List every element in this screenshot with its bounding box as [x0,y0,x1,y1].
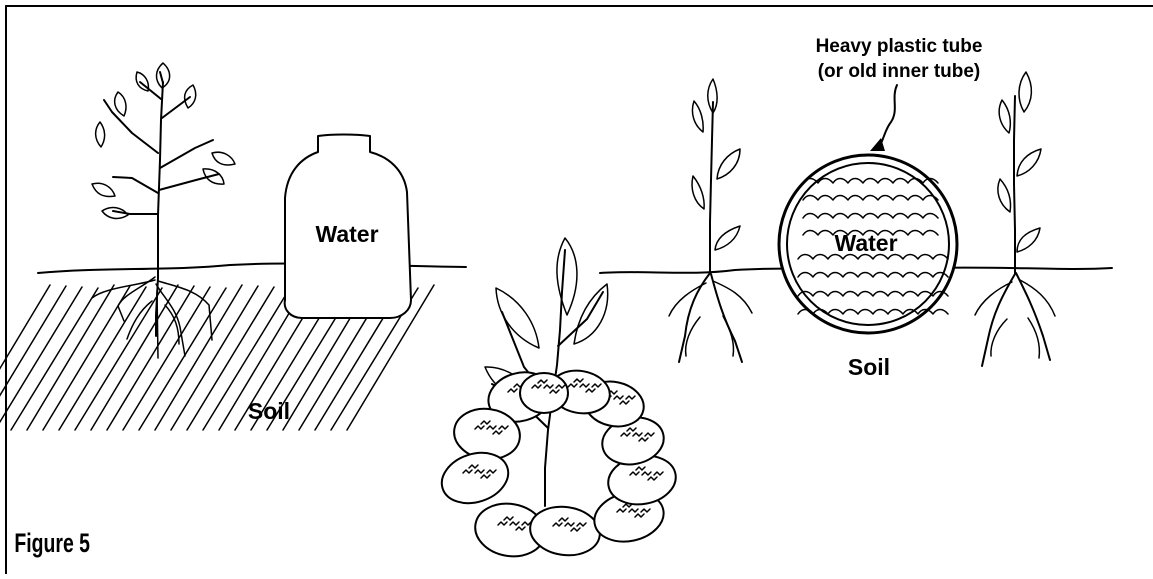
callout-line-2: (or old inner tube) [818,61,981,82]
figure-caption: Figure 5 [14,528,90,558]
soil-hatch-line [139,288,226,430]
stone-ring [435,366,679,562]
plastic-tube: Water [779,155,957,333]
figure-border [6,6,1153,574]
soil-hatch-line [59,287,146,430]
middle-panel [435,238,679,562]
soil-hatch-line [75,288,162,430]
left-panel: Water [0,63,466,430]
water-jug-label: Water [315,221,378,247]
soil-hatch-line [123,287,210,430]
stone [527,502,603,559]
soil-hatch-line [11,288,98,430]
stone [520,373,568,413]
right-panel: Water Heavy plastic tube (or old inner t… [600,36,1112,380]
callout: Heavy plastic tube (or old inner tube) [816,36,983,151]
left-right-plant-icon [669,79,752,362]
right-soil-label: Soil [848,354,890,380]
tube-water-label: Water [834,230,897,256]
left-soil-label: Soil [248,398,290,424]
water-jug: Water [285,135,411,319]
right-right-plant-icon [975,72,1055,366]
callout-line-1: Heavy plastic tube [816,36,983,57]
